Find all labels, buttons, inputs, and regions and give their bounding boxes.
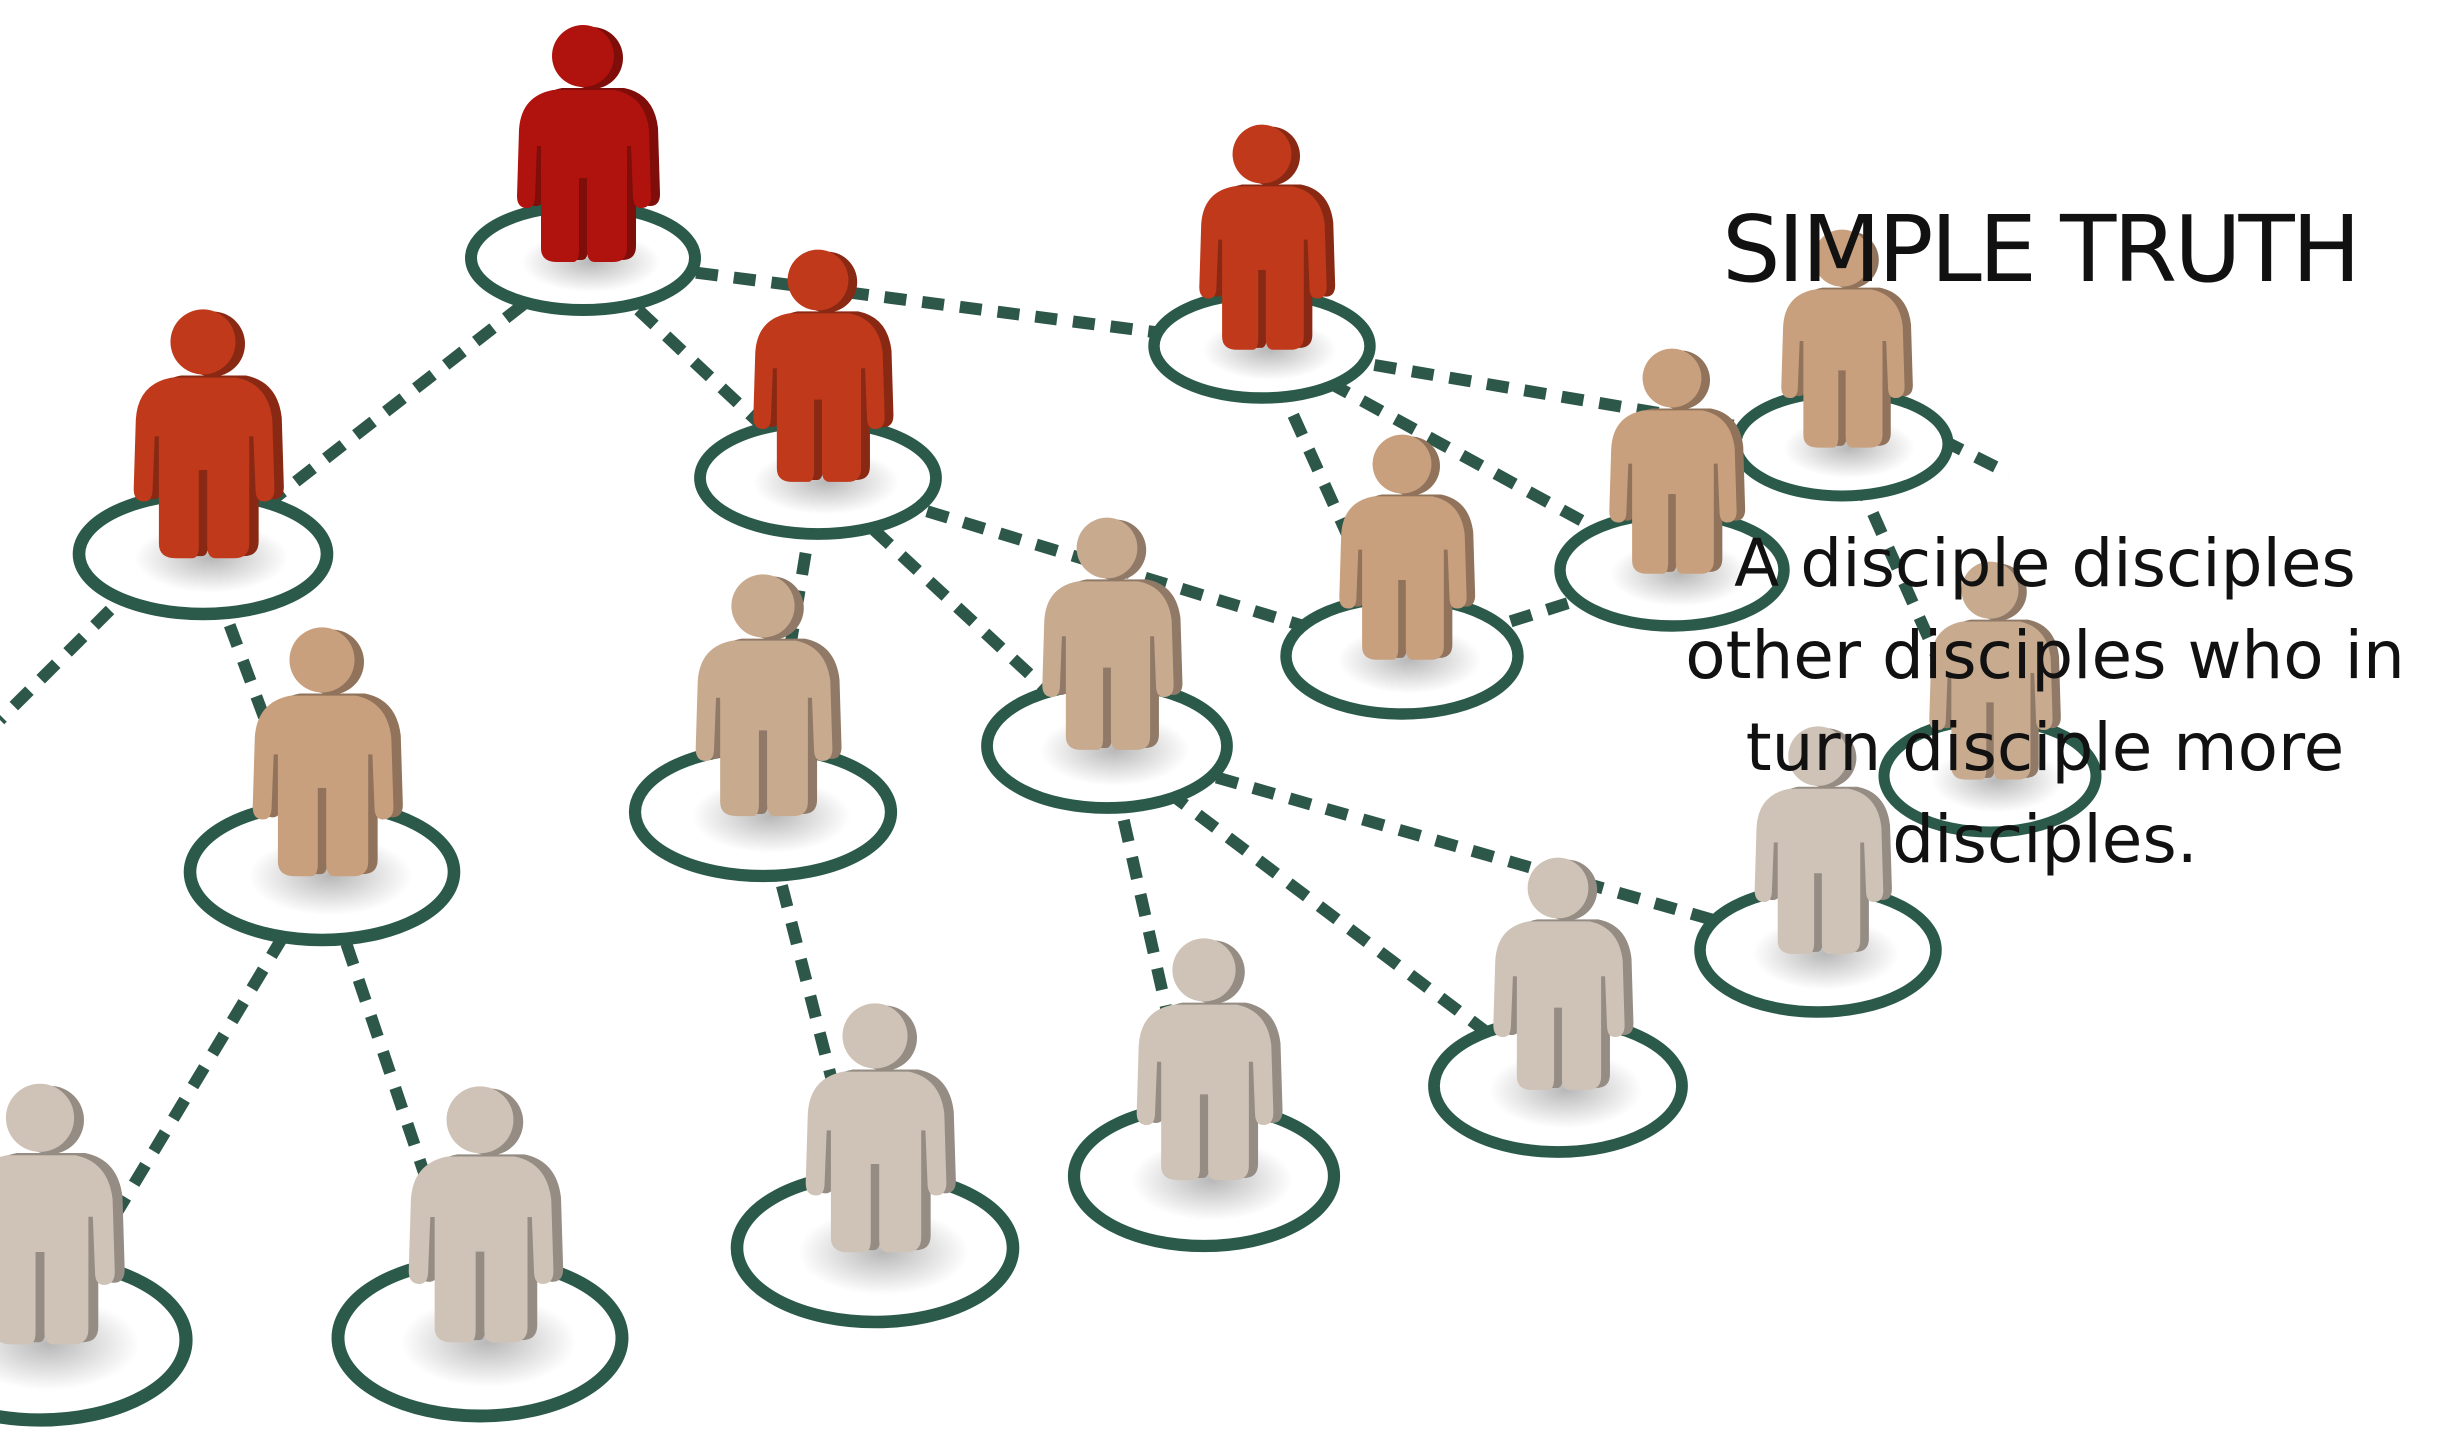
- person-figure-icon: [1609, 348, 1746, 574]
- connection-line: [316, 870, 486, 1340]
- person-figure-icon: [805, 1003, 956, 1253]
- slide-title: SIMPLE TRUTH: [1722, 196, 2361, 303]
- person-figure-icon: [1493, 857, 1634, 1090]
- person-figure-icon: [408, 1086, 564, 1343]
- person-figure-icon: [753, 249, 894, 482]
- person-figure-icon: [517, 25, 660, 262]
- person-figure-icon: [252, 627, 403, 877]
- person-figure-icon: [1339, 434, 1476, 660]
- slide-body-text: A disciple disciples other disciples who…: [1685, 525, 2405, 878]
- person-figure-icon: [1136, 938, 1283, 1181]
- person-figure-icon: [1929, 561, 2061, 780]
- person-figure-icon: [1781, 229, 1913, 448]
- person-figure-icon: [695, 574, 842, 817]
- connection-line: [813, 473, 1112, 751]
- connection-line: [0, 605, 115, 725]
- connection-line: [34, 868, 328, 1344]
- person-figure-icon: [133, 309, 284, 559]
- people-layer: [0, 25, 2061, 1345]
- connection-line: [1105, 740, 1820, 956]
- person-figure-icon: [1199, 124, 1336, 350]
- person-figure-icon: [1042, 517, 1183, 750]
- person-figure-icon: [1754, 726, 1892, 954]
- person-figure-icon: [0, 1083, 125, 1345]
